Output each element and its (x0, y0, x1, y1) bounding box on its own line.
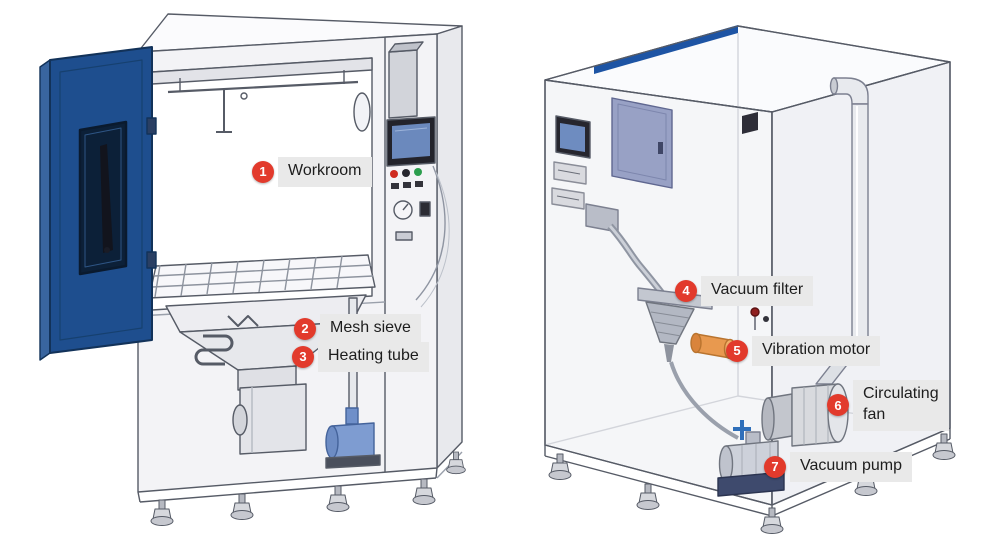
callout-number-badge: 3 (292, 345, 314, 368)
callout-number-badge: 6 (827, 394, 849, 417)
workroom-interior (148, 57, 376, 311)
callout-workroom: 1 Workroom (252, 157, 372, 187)
panel-buttons (390, 168, 423, 189)
hanger-rod (167, 70, 359, 133)
callout-label: Heating tube (318, 342, 429, 372)
callout-label: Vibration motor (752, 336, 881, 366)
vibration-motor-part (690, 332, 737, 360)
callout-number-badge: 7 (764, 455, 786, 478)
top-edge-blue-strip (594, 25, 738, 74)
sight-glass (353, 92, 371, 132)
window-wiper (100, 144, 113, 253)
callout-vacuum-pump: 7 Vacuum pump (764, 452, 912, 482)
vacuum-hose (607, 223, 667, 299)
control-panel (386, 41, 436, 241)
callout-mesh-sieve: 2 Mesh sieve (294, 314, 421, 344)
heating-tube-coil (194, 334, 234, 366)
callout-label: Circulating fan (853, 380, 949, 431)
callout-label: Vacuum pump (790, 452, 912, 482)
callout-number-badge: 2 (294, 317, 316, 340)
blower-box (232, 383, 307, 455)
electrical-box (611, 97, 673, 189)
front-view-illustration (39, 13, 466, 527)
callout-number-badge: 1 (252, 160, 274, 183)
callout-label: Vacuum filter (701, 276, 814, 306)
pressure-gauge (393, 200, 431, 241)
valve-knobs (750, 307, 769, 330)
chamber-door (39, 46, 157, 361)
callout-circulating-fan: 6 Circulating fan (827, 380, 949, 431)
callout-label: Mesh sieve (320, 314, 421, 344)
sensor-box (742, 112, 758, 134)
door-hinge (146, 117, 157, 135)
callout-number-badge: 5 (726, 339, 748, 362)
callout-vibration-motor: 5 Vibration motor (726, 336, 881, 366)
door-hinge (146, 251, 157, 269)
callout-label: Workroom (278, 157, 372, 187)
water-pump (325, 407, 381, 469)
callout-vacuum-filter: 4 Vacuum filter (675, 276, 814, 306)
callout-number-badge: 4 (675, 279, 697, 302)
door-window (78, 120, 128, 276)
callout-heating-tube: 3 Heating tube (292, 342, 429, 372)
